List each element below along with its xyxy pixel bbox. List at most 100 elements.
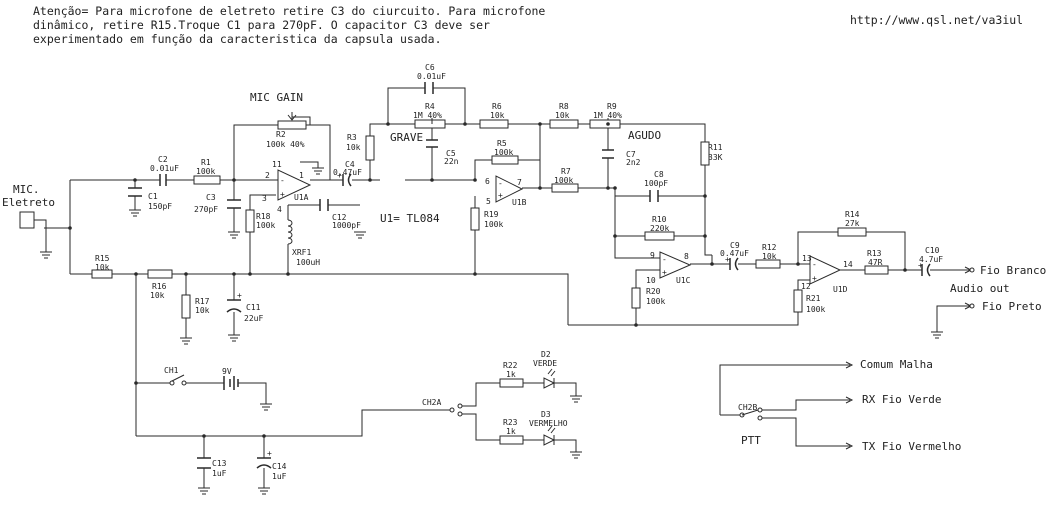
resistor-r2: [277, 120, 307, 130]
svg-text:1M 40%: 1M 40%: [413, 111, 442, 120]
svg-text:R2: R2: [276, 130, 286, 139]
capacitor-c12: [319, 199, 329, 211]
resistor-r5: [491, 155, 519, 165]
terminal-fio-preto: Fio Preto: [982, 300, 1042, 313]
svg-text:10k: 10k: [346, 143, 361, 152]
svg-text:100k: 100k: [484, 220, 503, 229]
svg-text:C10: C10: [925, 246, 940, 255]
terminals: Fio Branco Fio Preto Comum Malha RX Fio …: [845, 264, 1046, 453]
resistor-r6: [479, 119, 509, 129]
svg-text:100k: 100k: [256, 221, 275, 230]
svg-text:13: 13: [802, 254, 812, 263]
svg-text:1000pF: 1000pF: [332, 221, 361, 230]
svg-text:2n2: 2n2: [626, 158, 641, 167]
svg-text:+: +: [280, 190, 285, 199]
svg-text:0.01uF: 0.01uF: [150, 164, 179, 173]
terminal-comum-malha: Comum Malha: [860, 358, 933, 371]
svg-text:U1C: U1C: [676, 276, 691, 285]
resistor-r14: [837, 227, 867, 237]
svg-text:7: 7: [517, 178, 522, 187]
svg-text:1uF: 1uF: [272, 472, 287, 481]
svg-text:100k: 100k: [554, 176, 573, 185]
svg-text:+: +: [337, 171, 342, 180]
led-d2: [543, 368, 556, 389]
svg-text:C12: C12: [332, 213, 347, 222]
wires: [19, 87, 970, 488]
svg-text:R1: R1: [201, 158, 211, 167]
svg-text:R9: R9: [607, 102, 617, 111]
svg-text:C6: C6: [425, 63, 435, 72]
svg-text:-: -: [280, 176, 285, 185]
resistors: [91, 112, 889, 445]
capacitor-c6: [424, 82, 434, 94]
svg-text:270pF: 270pF: [194, 205, 218, 214]
svg-text:R23: R23: [503, 418, 518, 427]
svg-text:3: 3: [262, 194, 267, 203]
svg-text:1: 1: [299, 171, 304, 180]
svg-text:R17: R17: [195, 297, 210, 306]
svg-text:CH2A: CH2A: [422, 398, 441, 407]
resistor-r22: [499, 378, 524, 388]
resistor-r18: [245, 209, 255, 233]
svg-text:R15: R15: [95, 254, 110, 263]
resistor-r12: [755, 259, 781, 269]
svg-text:10k: 10k: [150, 291, 165, 300]
svg-text:11: 11: [272, 160, 282, 169]
capacitor-c1: [128, 187, 142, 197]
svg-text:9V: 9V: [222, 367, 232, 376]
svg-text:-: -: [498, 179, 503, 188]
resistor-r8: [549, 119, 579, 129]
svg-text:C1: C1: [148, 192, 158, 201]
terminal-rx: RX Fio Verde: [862, 393, 941, 406]
svg-text:12: 12: [801, 282, 811, 291]
svg-text:100k: 100k: [646, 297, 665, 306]
resistor-r1: [193, 175, 221, 185]
svg-text:R13: R13: [867, 249, 882, 258]
svg-text:0.01uF: 0.01uF: [417, 72, 446, 81]
resistor-r19: [470, 207, 480, 231]
opamp-u1d: -+ U1D 13 12 14: [801, 254, 853, 294]
mic-gain-label: MIC GAIN: [250, 91, 303, 104]
svg-text:CH1: CH1: [164, 366, 179, 375]
mic-label-1: MIC.: [13, 183, 40, 196]
svg-text:R10: R10: [652, 215, 667, 224]
svg-text:100k: 100k: [494, 148, 513, 157]
svg-text:1M 40%: 1M 40%: [593, 111, 622, 120]
svg-text:+: +: [725, 255, 730, 264]
switch-ch1: [169, 374, 187, 386]
svg-text:R18: R18: [256, 212, 271, 221]
svg-text:14: 14: [843, 260, 853, 269]
resistor-r13: [864, 265, 889, 275]
svg-text:10k: 10k: [95, 263, 110, 272]
source-url[interactable]: http://www.qsl.net/va3iul: [850, 13, 1023, 27]
capacitor-c5: [426, 139, 438, 148]
svg-text:U1D: U1D: [833, 285, 848, 294]
svg-text:6: 6: [485, 177, 490, 186]
svg-text:100k: 100k: [196, 167, 215, 176]
svg-text:1k: 1k: [506, 370, 516, 379]
switch-ch2a: [449, 403, 463, 417]
svg-text:10k: 10k: [490, 111, 505, 120]
svg-text:150pF: 150pF: [148, 202, 172, 211]
svg-text:C13: C13: [212, 459, 227, 468]
battery-9v: [223, 376, 239, 390]
svg-text:10k: 10k: [555, 111, 570, 120]
resistor-r3: [365, 135, 375, 161]
switch-ch2b: [739, 407, 763, 421]
resistor-r16: [147, 269, 173, 279]
svg-text:100k 40%: 100k 40%: [266, 140, 305, 149]
opamp-u1c: -+ U1C 9 10 8: [646, 251, 692, 285]
ptt-label: PTT: [741, 434, 761, 447]
svg-text:100pF: 100pF: [644, 179, 668, 188]
svg-text:U1A: U1A: [294, 193, 309, 202]
svg-text:R11: R11: [708, 143, 723, 152]
inductor-xrf1: [287, 219, 293, 245]
svg-text:XRF1: XRF1: [292, 248, 311, 257]
resistor-r10: [644, 231, 675, 241]
svg-text:R5: R5: [497, 139, 507, 148]
svg-text:+: +: [498, 191, 503, 200]
svg-text:220k: 220k: [650, 224, 669, 233]
warning-line-3: experimentado em função da caracteristic…: [33, 32, 442, 46]
svg-text:0.47uF: 0.47uF: [333, 168, 362, 177]
